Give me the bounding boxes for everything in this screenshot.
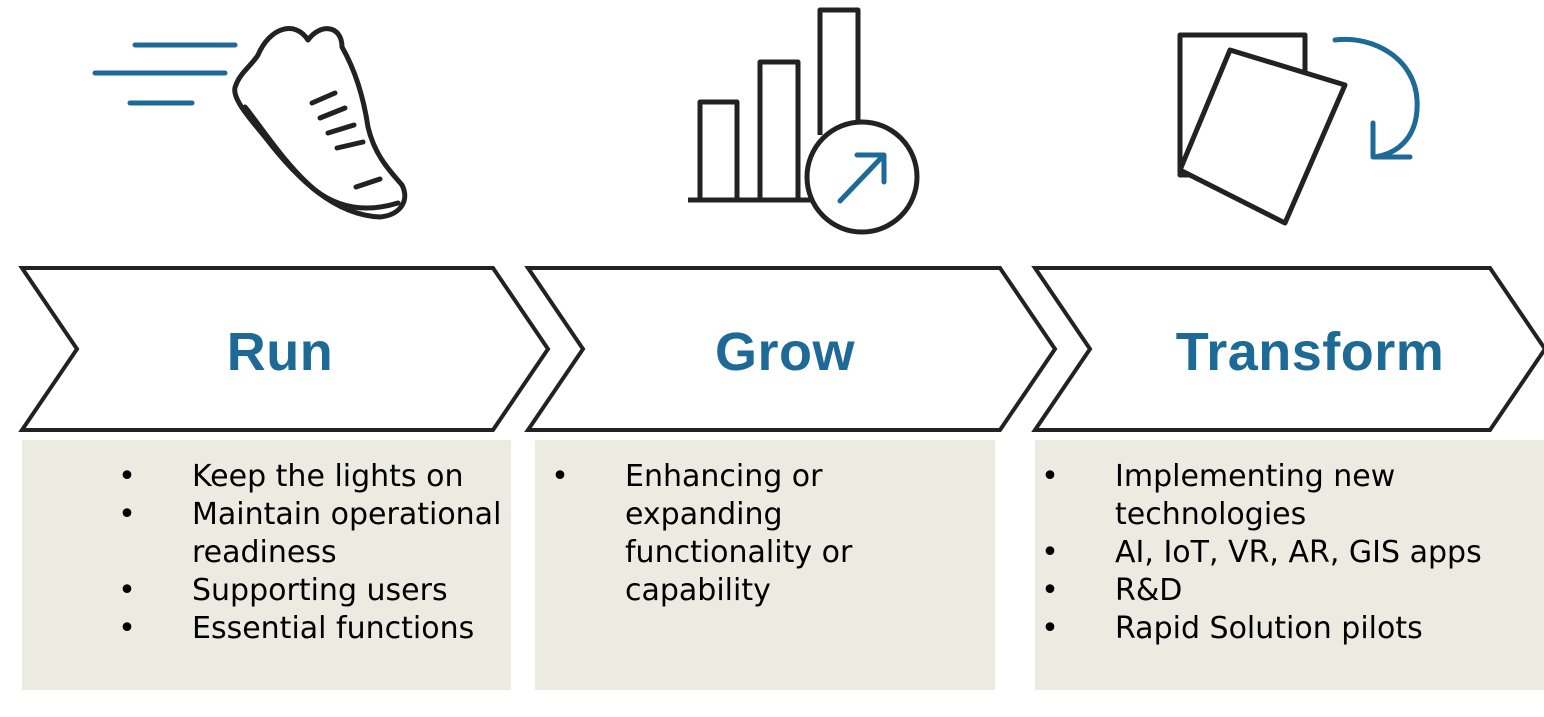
list-item: •Rapid Solution pilots bbox=[1041, 611, 1423, 646]
stage-title-run: Run bbox=[226, 322, 334, 382]
chevron-run bbox=[18, 266, 551, 432]
stage-title-grow: Grow bbox=[714, 322, 855, 382]
chevron-transform bbox=[1031, 266, 1544, 432]
running-shoe-icon bbox=[92, 26, 408, 220]
bar-chart-growth-icon bbox=[688, 7, 920, 235]
list-item: •Keep the lights on bbox=[118, 459, 464, 494]
rotate-pages-icon bbox=[1177, 32, 1420, 226]
list-item: •Supporting users bbox=[118, 573, 448, 608]
process-chevrons bbox=[18, 266, 1544, 432]
run-description-box: •Keep the lights on •Maintain operationa… bbox=[22, 440, 511, 690]
chevron-grow bbox=[524, 266, 1058, 432]
list-item: •R&D bbox=[1041, 573, 1183, 608]
list-item: •AI, IoT, VR, AR, GIS apps bbox=[1041, 535, 1482, 570]
list-item: •Essential functions bbox=[118, 611, 475, 646]
run-bullet-list: •Keep the lights on •Maintain operationa… bbox=[112, 458, 511, 648]
stage-title-transform: Transform bbox=[1175, 322, 1445, 382]
